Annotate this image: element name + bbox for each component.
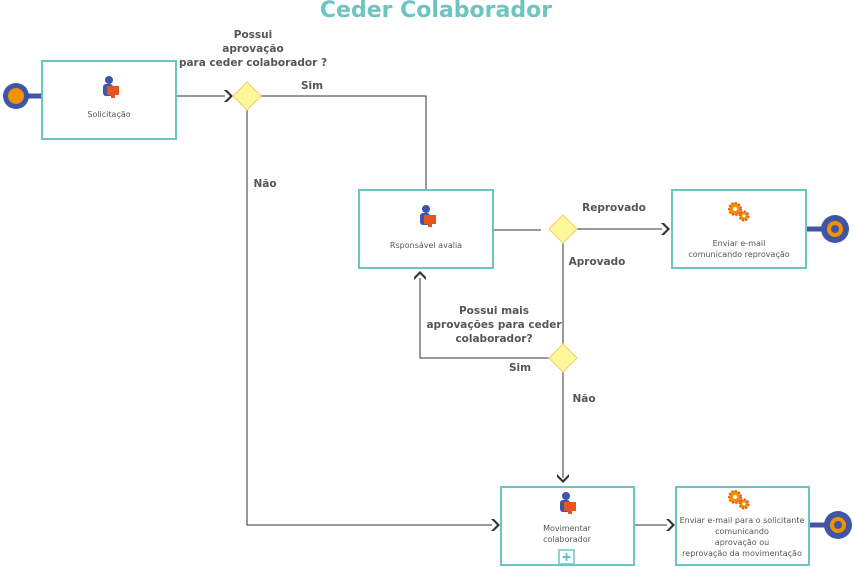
label: comunicando reprovação — [688, 250, 789, 259]
label: Possui mais — [459, 305, 529, 317]
task-movimentar-colaborador[interactable]: Movimentar colaborador — [500, 486, 635, 566]
label: Enviar e-mail — [713, 239, 766, 248]
label: Não — [572, 393, 595, 405]
gateway-possui-aprovacao[interactable] — [232, 81, 262, 111]
gateway-mais-aprovacoes[interactable] — [548, 343, 578, 373]
arrow-icon — [224, 90, 233, 102]
label: aprovações para ceder — [426, 319, 562, 331]
label: Rsponsável avalia — [390, 241, 462, 250]
start-event[interactable] — [3, 83, 42, 109]
label: Sim — [509, 362, 531, 374]
label: Não — [253, 178, 276, 190]
label: Enviar e-mail para o solicitante — [680, 516, 805, 525]
end-event-reprovacao[interactable] — [806, 215, 849, 243]
task-solicitacao[interactable]: Solicitação — [41, 60, 177, 140]
arrow-icon — [491, 519, 500, 531]
label: colaborador — [543, 535, 592, 544]
arrow-icon — [661, 223, 670, 235]
label: comunicando — [715, 527, 769, 536]
label: Solicitação — [87, 110, 130, 119]
gateway-avaliacao[interactable] — [548, 214, 578, 244]
sequence-flows — [176, 90, 675, 531]
label: reprovação da movimentação — [682, 549, 802, 558]
label: aprovação ou — [715, 538, 769, 547]
task-enviar-email-reprovacao[interactable]: Enviar e-mail comunicando reprovação — [671, 189, 807, 269]
label: Aprovado — [569, 256, 626, 268]
label: colaborador? — [455, 333, 532, 345]
label: Possui — [234, 29, 272, 41]
label: aprovação — [222, 43, 283, 55]
gateway-labels: Possui aprovação para ceder colaborador … — [179, 29, 646, 405]
label: Reprovado — [582, 202, 646, 214]
diagram-title: Ceder Colaborador — [320, 0, 552, 23]
end-event-final[interactable] — [810, 511, 852, 539]
label: Movimentar — [543, 524, 592, 533]
task-responsavel-avalia[interactable]: Rsponsável avalia — [358, 189, 494, 269]
label: Sim — [301, 80, 323, 92]
arrow-icon — [666, 519, 675, 531]
task-enviar-email-solicitante[interactable]: Enviar e-mail para o solicitante comunic… — [675, 486, 810, 566]
label: para ceder colaborador ? — [179, 57, 327, 69]
